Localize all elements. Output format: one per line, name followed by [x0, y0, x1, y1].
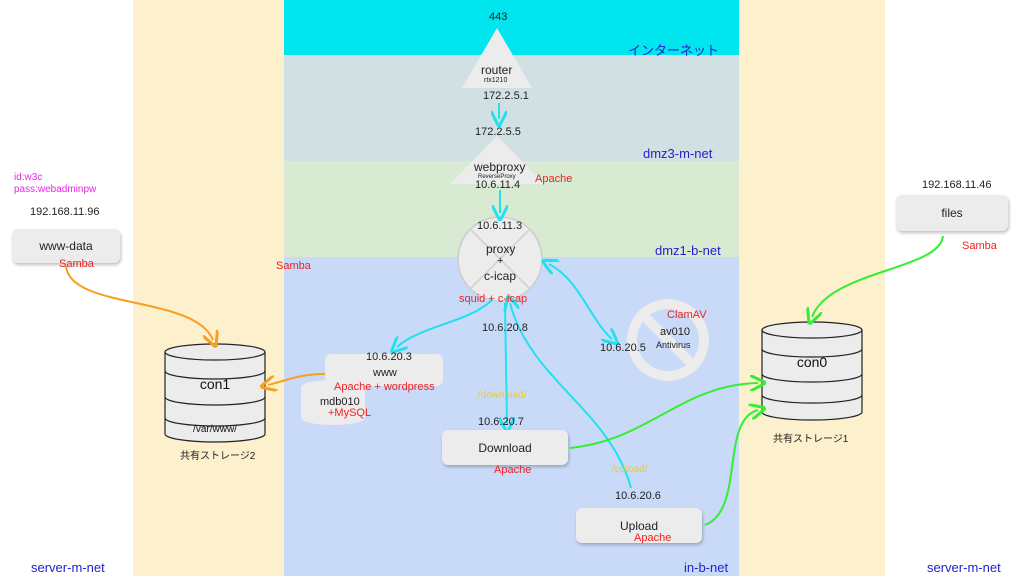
proxy-ip-out: 10.6.20.8 [482, 322, 528, 334]
con0-storage-shape[interactable] [761, 321, 863, 421]
files-to-con0-link [812, 235, 944, 317]
av-ip: 10.6.20.5 [600, 342, 646, 354]
files-label: files [941, 206, 963, 220]
files-node[interactable]: files [896, 195, 1008, 231]
internet-zone-label: インターネット [628, 43, 720, 58]
files-service: Samba [962, 240, 997, 252]
proxy-to-av-link [549, 264, 612, 339]
antivirus-shape[interactable] [627, 299, 709, 381]
www-to-con1-link [268, 373, 326, 385]
server-zone-right-label: server-m-net [927, 560, 1001, 575]
webproxy-service: Apache [535, 173, 573, 185]
wwwdata-service: Samba [59, 258, 94, 270]
proxy-service: squid + c-icap [459, 293, 528, 305]
proxy-shape[interactable] [457, 216, 543, 302]
wwwdata-cred-id: id:w3c [14, 172, 43, 183]
upload-ip: 10.6.20.6 [615, 490, 661, 502]
proxy-to-upload-link [510, 303, 632, 489]
wwwdata-label: www-data [39, 239, 93, 253]
upload-path: /upload/ [612, 464, 648, 475]
av-service: ClamAV [667, 309, 707, 321]
av-name: av010 [660, 326, 690, 338]
download-node[interactable]: Download [442, 430, 568, 465]
con1-path: /var/www/ [193, 424, 237, 435]
inb-zone-label: in-b-net [684, 560, 729, 575]
webproxy-ip-in: 172.2.5.5 [475, 126, 521, 138]
db-name: mdb010 [320, 396, 360, 408]
samba-label-mid: Samba [276, 260, 311, 272]
www-db-shape[interactable] [301, 354, 443, 425]
upload-label: Upload [619, 518, 659, 533]
upload-node[interactable]: Upload [576, 508, 702, 543]
con1-label: con1 [199, 376, 231, 392]
proxy-line1: proxy [486, 242, 516, 256]
router-port: 443 [489, 11, 508, 23]
webproxy-ip-out: 10.6.11.4 [475, 179, 521, 191]
internet-zone [284, 0, 739, 55]
proxy-to-www-link [397, 299, 493, 347]
con1-caption: 共有ストレージ2 [180, 451, 256, 462]
wwwdata-to-con1-link [65, 265, 213, 340]
proxy-to-download-link [505, 302, 507, 425]
proxy-line3: c-icap [484, 269, 517, 283]
dmz1-zone-label: dmz1-b-net [655, 243, 721, 258]
router-ip: 172.2.5.1 [483, 90, 529, 102]
webproxy-shape[interactable] [450, 136, 544, 184]
download-label: Download [478, 440, 532, 455]
server-zone-left-label: server-m-net [31, 560, 105, 575]
proxy-ip: 10.6.11.3 [477, 220, 523, 232]
wwwdata-cred-pass: pass:webadminpw [14, 184, 97, 195]
con0-caption: 共有ストレージ1 [773, 434, 849, 445]
files-ip: 192.168.11.46 [922, 179, 992, 191]
www-service: Apache + wordpress [334, 381, 435, 393]
www-name: www [373, 367, 397, 379]
av-sub: Antivirus [656, 340, 691, 350]
download-ip: 10.6.20.7 [478, 416, 524, 428]
server-zone-right [739, 0, 885, 576]
db-service: +MySQL [328, 407, 372, 419]
download-service: Apache [494, 464, 532, 476]
router-model: rtx1210 [484, 77, 508, 84]
webproxy-sub: ReverseProxy [478, 174, 516, 180]
wwwdata-node[interactable]: www-data [12, 229, 120, 263]
con0-label: con0 [796, 354, 828, 370]
con1-storage-shape[interactable] [164, 343, 266, 443]
webproxy-name: webproxy [474, 160, 526, 174]
wwwdata-ip: 192.168.11.96 [30, 206, 100, 218]
download-to-con0-link [569, 383, 758, 449]
router-name: router [481, 63, 513, 77]
dmz3-zone-label: dmz3-m-net [643, 146, 713, 161]
proxy-line2: + [497, 255, 504, 267]
upload-to-con0-link [704, 410, 758, 526]
router-shape[interactable] [462, 28, 532, 88]
upload-service: Apache [634, 532, 672, 544]
download-path: /download/ [478, 390, 527, 401]
www-ip: 10.6.20.3 [366, 351, 412, 363]
server-zone-left [133, 0, 284, 576]
